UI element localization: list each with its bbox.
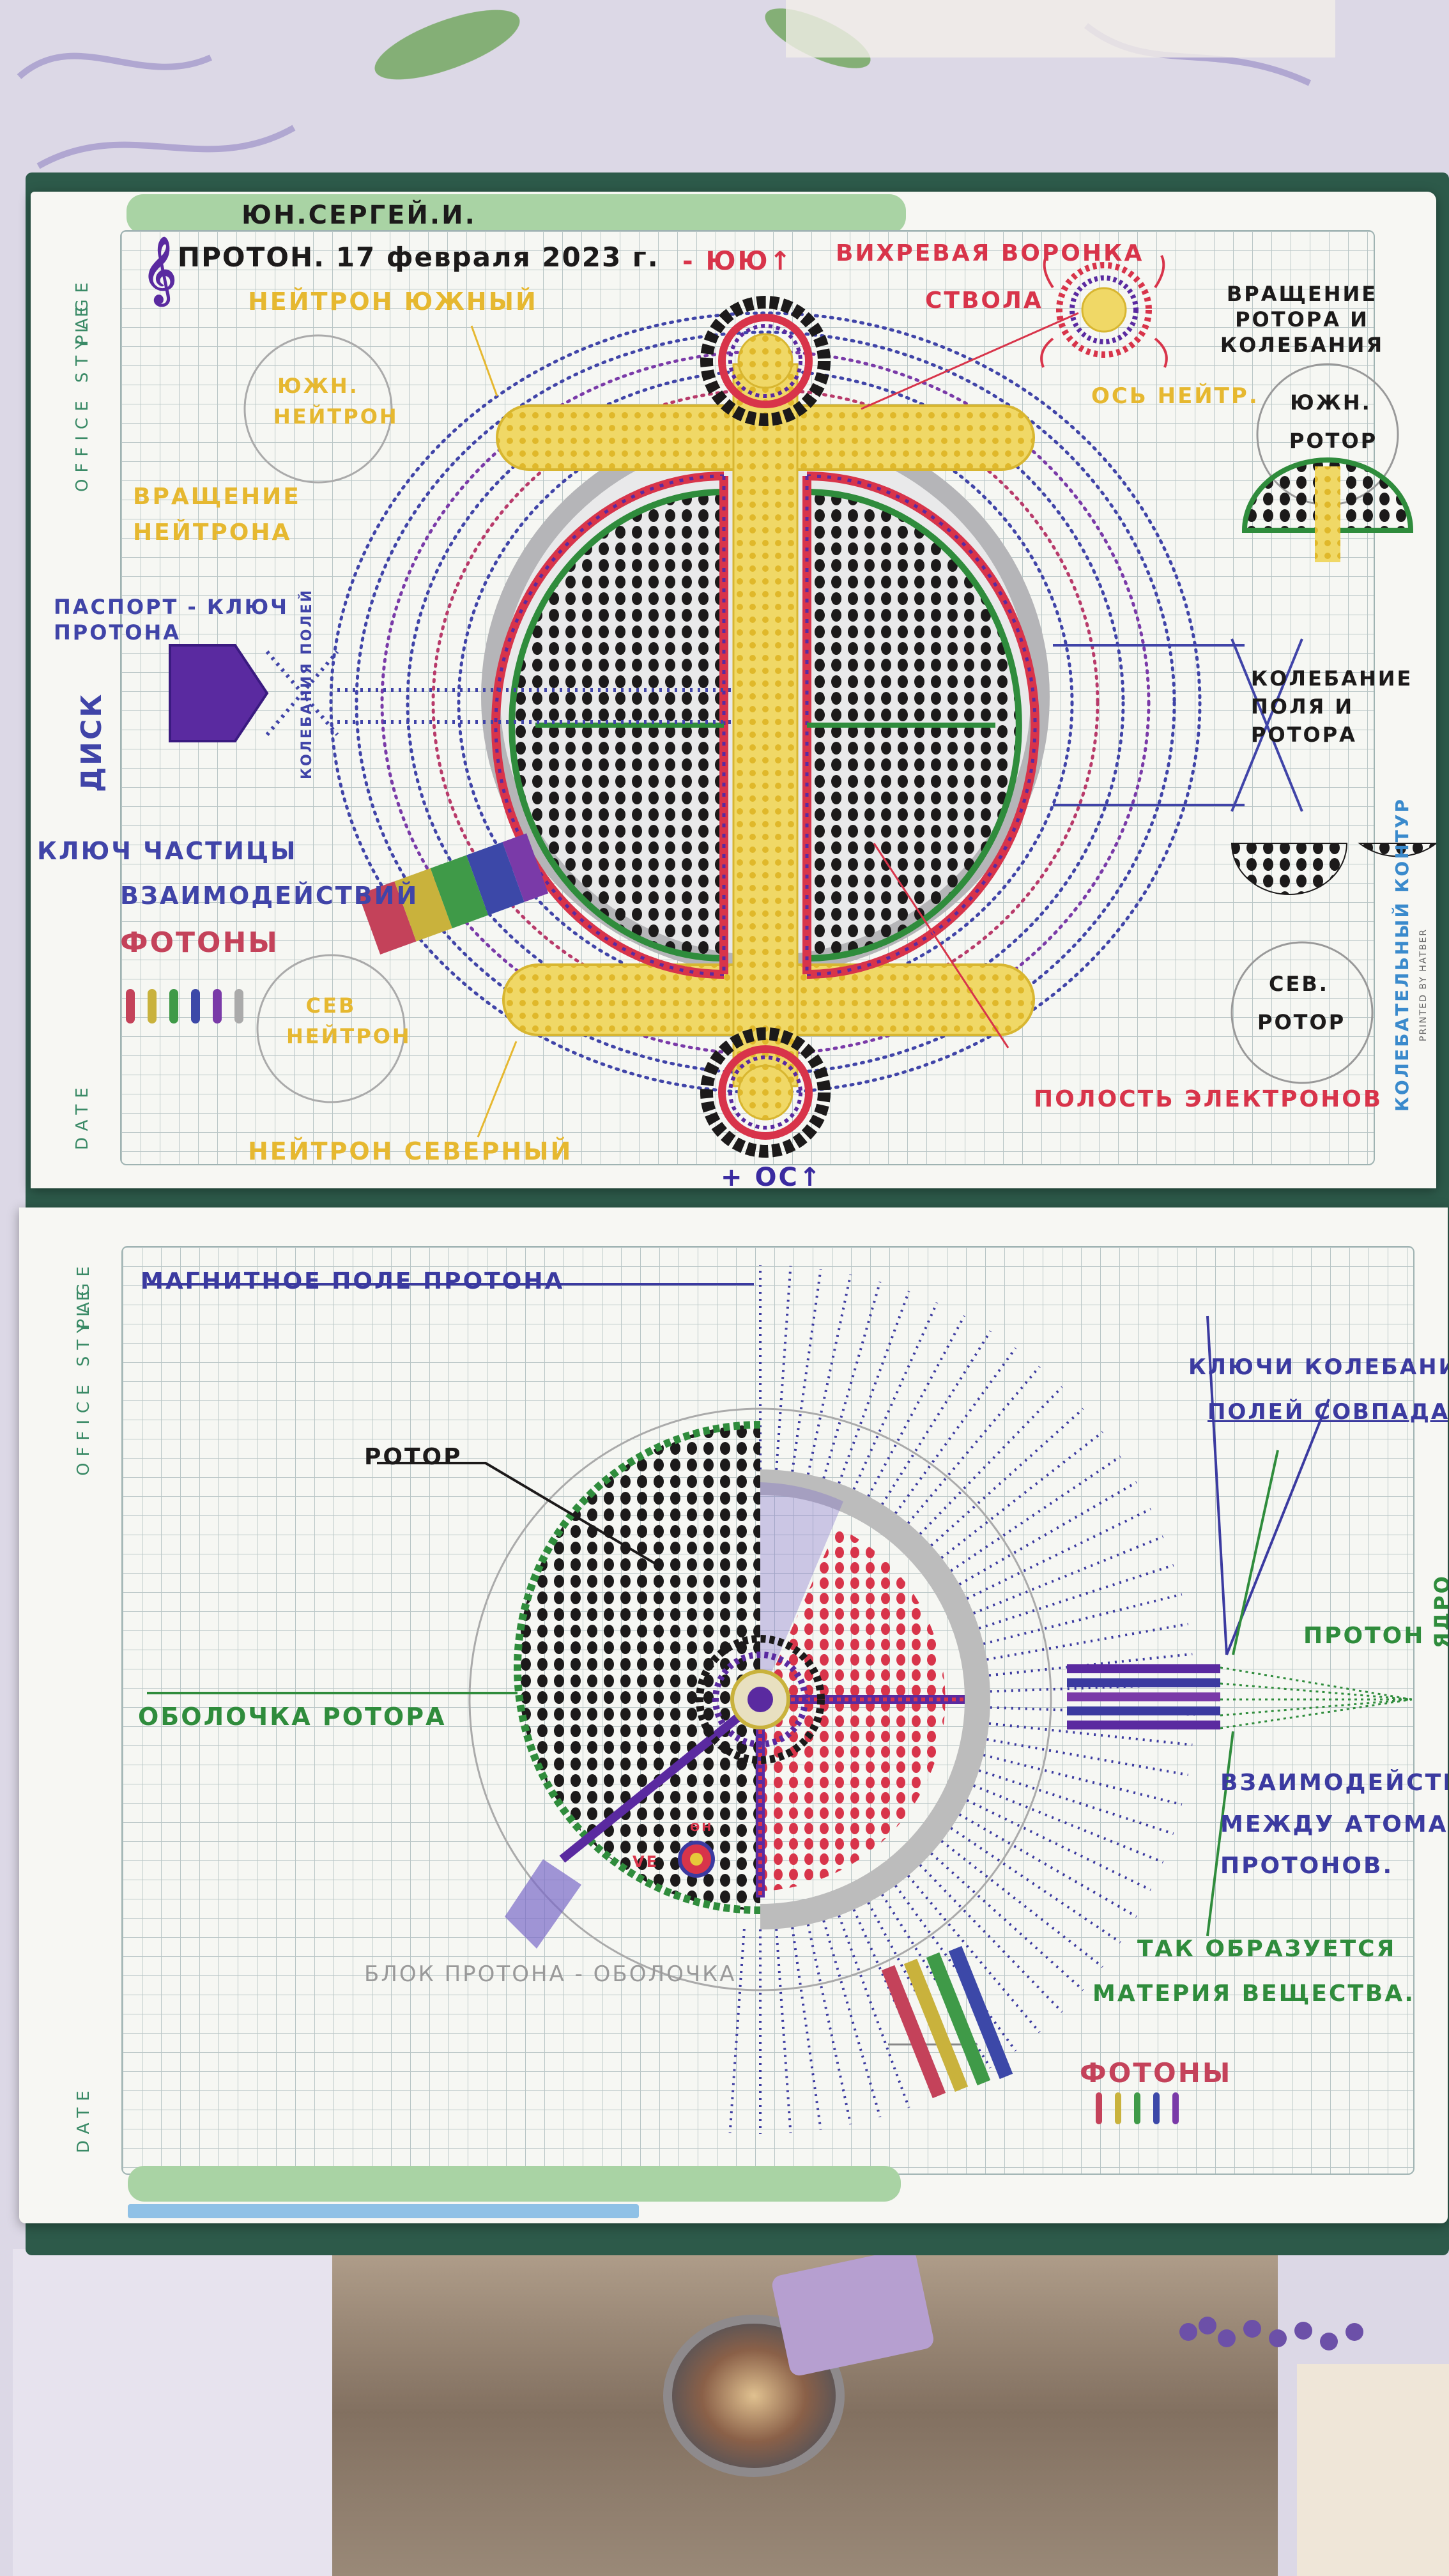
field-line <box>920 1387 1062 1534</box>
field-line <box>967 1800 1151 1890</box>
label-block-shell: БЛОК ПРОТОНА - ОБОЛОЧКА <box>364 1961 737 1987</box>
field-line <box>979 1565 1173 1629</box>
field-line <box>979 1770 1173 1834</box>
field-line <box>960 1814 1137 1917</box>
label-field-oscillations: КОЛЕБАНИЯ ПОЛЕЙ <box>299 588 315 779</box>
label-nucleus: ЯДРО <box>1430 1574 1448 1648</box>
label-field-rotor-oscillation: КОЛЕБАНИЕ ПОЛЯ И РОТОРА <box>1251 664 1404 749</box>
label-neutron-north: НЕЙТРОН СЕВЕРНЫЙ <box>248 1137 572 1165</box>
label-small-mark: ӨН <box>690 1821 713 1834</box>
label-interactions: ВЗАИМОДЕЙСТВИЙ <box>120 882 418 910</box>
label-north-rotor: СЕВ. РОТОР <box>1257 965 1340 1041</box>
author-name: ЮН.СЕРГЕЙ.И. <box>241 201 477 230</box>
field-line <box>839 1291 908 1483</box>
field-line <box>792 1269 821 1472</box>
label-minus-pole: - ЮЮ↑ <box>682 247 793 276</box>
label-disk: ДИСК <box>75 693 108 792</box>
field-line <box>792 1927 821 2129</box>
label-rotor: РОТОР <box>364 1444 463 1470</box>
label-proton: ПРОТОН <box>1303 1623 1425 1649</box>
label-electron-cavity: ПОЛОСТЬ ЭЛЕКТРОНОВ <box>1034 1086 1383 1112</box>
label-neutron-rotation: ВРАЩЕНИЕ НЕЙТРОНА <box>133 479 299 551</box>
label-neutron-south: НЕЙТРОН ЮЖНЫЙ <box>248 288 538 316</box>
field-line <box>931 1853 1084 1990</box>
label-magnetic-field: МАГНИТНОЕ ПОЛЕ ПРОТОНА <box>141 1268 564 1294</box>
label-north-neutron-circle: СЕВ НЕЙТРОН <box>286 990 376 1052</box>
field-line <box>983 1594 1181 1643</box>
label-passport-key: ПАСПОРТ - КЛЮЧ ПРОТОНА <box>54 594 322 645</box>
label-interaction-2: МЕЖДУ АТОМАМИ <box>1220 1811 1448 1837</box>
label-matter-1: ТАК ОБРАЗУЕТСЯ <box>1137 1936 1396 1962</box>
label-particle-key: КЛЮЧ ЧАСТИЦЫ <box>37 837 298 865</box>
label-matter-2: МАТЕРИЯ ВЕЩЕСТВА. <box>1092 1981 1415 2007</box>
label-vortex: ВИХРЕВАЯ ВОРОНКА <box>836 240 1144 266</box>
field-line <box>776 1266 790 1470</box>
field-line <box>987 1624 1188 1660</box>
field-line <box>987 1740 1188 1775</box>
label-south-rotor: ЮЖН. РОТОР <box>1289 383 1372 460</box>
field-line <box>983 1755 1181 1804</box>
field-line <box>808 1924 851 2124</box>
field-line <box>730 1929 744 2133</box>
label-rotor-shell: ОБОЛОЧКА РОТОРА <box>138 1703 446 1731</box>
label-os-neutron: ОСЬ НЕЙТР. <box>1091 383 1259 409</box>
field-line <box>908 1367 1039 1523</box>
page-title: ПРОТОН. 17 февраля 2023 г. <box>178 241 659 273</box>
field-line <box>896 1348 1016 1514</box>
field-line <box>808 1275 851 1475</box>
label-oscillation-contour: КОЛЕБАТЕЛЬНЫЙ КОНТУР <box>1392 797 1413 1112</box>
label-rotation-oscillation: ВРАЩЕНИЕ РОТОРА И КОЛЕБАНИЯ <box>1219 281 1385 358</box>
label-keys-line2: ПОЛЕЙ СОВПАДАЮ <box>1208 1399 1448 1425</box>
label-south-neutron-circle: ЮЖН. НЕЙТРОН <box>273 371 363 432</box>
label-interaction-3: ПРОТОНОВ. <box>1220 1853 1393 1879</box>
field-line <box>960 1482 1137 1584</box>
label-stem: СТВОЛА <box>925 288 1043 314</box>
field-line <box>951 1828 1120 1942</box>
label-plus-pole: + ОС↑ <box>721 1163 822 1188</box>
treble-clef-icon: 𝄞 <box>142 236 178 304</box>
label-interaction-1: ВЗАИМОДЕЙСТВИЕ <box>1220 1770 1448 1796</box>
field-line <box>951 1457 1120 1571</box>
field-line <box>776 1929 790 2133</box>
field-line <box>967 1509 1151 1598</box>
label-photons-bottom: ФОТОНЫ <box>1080 2057 1232 2089</box>
label-keys-line1: КЛЮЧИ КОЛЕБАНИЙ <box>1188 1354 1448 1380</box>
notebook-page-top: PAGE OFFICE STYLE DATE PRINTED BY HATBER <box>31 192 1436 1188</box>
label-ve-mark: VЕ <box>632 1853 659 1871</box>
label-photons-top: ФОТОНЫ <box>120 926 279 959</box>
field-line <box>868 1316 964 1497</box>
notebook-page-bottom: PAGE OFFICE STYLE DATE <box>19 1208 1448 2223</box>
field-line <box>931 1409 1084 1545</box>
